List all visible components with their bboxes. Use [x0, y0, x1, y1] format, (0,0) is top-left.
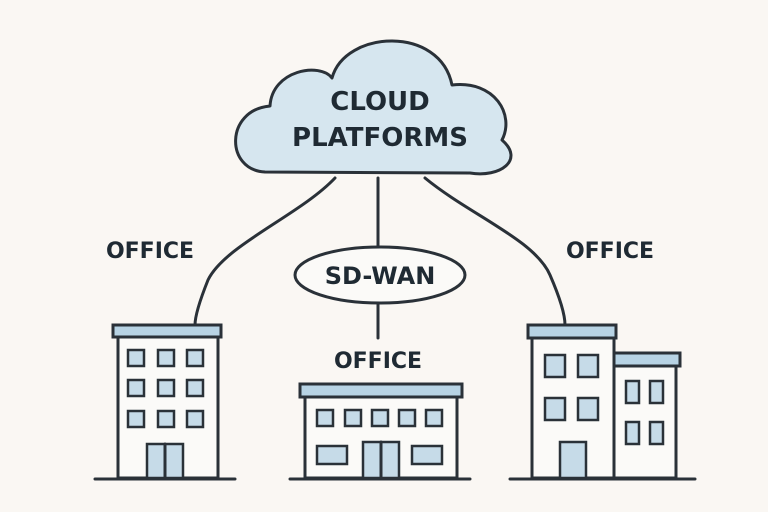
office-building-center: [298, 382, 464, 480]
link-cloud-to-right-office: [423, 176, 567, 327]
sd-wan-ellipse: [293, 245, 467, 305]
link-cloud-to-left-office: [193, 176, 337, 327]
office-building-right: [526, 323, 682, 480]
office-label-right: OFFICE: [566, 239, 654, 264]
office-label-left: OFFICE: [106, 239, 194, 264]
cloud-label-line2: PLATFORMS: [292, 123, 468, 153]
office-building-left: [111, 323, 223, 480]
office-label-center: OFFICE: [334, 349, 422, 374]
sd-wan-label: SD-WAN: [325, 262, 436, 290]
cloud-label-line1: CLOUD: [330, 87, 430, 117]
cloud-shape: [234, 39, 513, 176]
